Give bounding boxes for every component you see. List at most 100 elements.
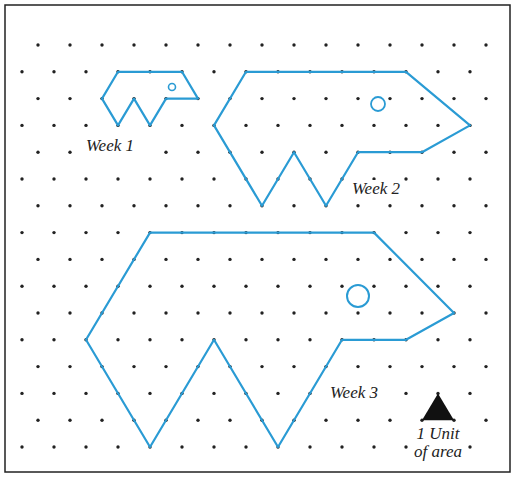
grid-dot bbox=[116, 445, 119, 448]
unit-label: 1 Unit of area bbox=[408, 424, 468, 462]
grid-dot bbox=[84, 177, 87, 180]
grid-dot bbox=[452, 258, 455, 261]
grid-dot bbox=[292, 258, 295, 261]
grid-dot bbox=[132, 204, 135, 207]
grid-dot bbox=[276, 338, 279, 341]
grid-dot bbox=[180, 285, 183, 288]
grid-dot bbox=[244, 285, 247, 288]
grid-dot bbox=[404, 285, 407, 288]
grid-dot bbox=[164, 258, 167, 261]
grid-dot bbox=[148, 285, 151, 288]
grid-dot bbox=[372, 285, 375, 288]
grid-dot bbox=[20, 124, 23, 127]
grid-dot bbox=[164, 204, 167, 207]
grid-dot bbox=[436, 177, 439, 180]
grid-dot bbox=[100, 258, 103, 261]
grid-dot bbox=[164, 151, 167, 154]
grid-dot bbox=[180, 445, 183, 448]
grid-dot bbox=[84, 392, 87, 395]
grid-dot bbox=[420, 43, 423, 46]
grid-dot bbox=[308, 124, 311, 127]
grid-dot bbox=[20, 445, 23, 448]
grid-dot bbox=[308, 338, 311, 341]
grid-dot bbox=[36, 97, 39, 100]
grid-dot bbox=[52, 124, 55, 127]
grid-dot bbox=[196, 419, 199, 422]
grid-dot bbox=[132, 43, 135, 46]
grid-dot bbox=[116, 338, 119, 341]
grid-dot bbox=[340, 285, 343, 288]
grid-dot bbox=[468, 231, 471, 234]
grid-dot bbox=[228, 204, 231, 207]
grid-dot bbox=[436, 338, 439, 341]
grid-dot bbox=[468, 338, 471, 341]
grid-dot bbox=[356, 419, 359, 422]
grid-dot bbox=[20, 231, 23, 234]
week-1-eye bbox=[169, 84, 176, 91]
grid-dot bbox=[420, 97, 423, 100]
unit-triangle bbox=[422, 393, 454, 420]
frame bbox=[5, 5, 510, 472]
grid-dot bbox=[356, 43, 359, 46]
grid-dot bbox=[388, 43, 391, 46]
grid-dot bbox=[420, 258, 423, 261]
grid-dot bbox=[84, 124, 87, 127]
grid-dot bbox=[292, 365, 295, 368]
grid-dot bbox=[228, 419, 231, 422]
grid-dot bbox=[388, 311, 391, 314]
grid-dot bbox=[228, 43, 231, 46]
grid-dot bbox=[116, 231, 119, 234]
grid-dot bbox=[484, 311, 487, 314]
grid-dot bbox=[260, 151, 263, 154]
grid-dot bbox=[324, 258, 327, 261]
grid-dot bbox=[388, 365, 391, 368]
grid-dot bbox=[292, 97, 295, 100]
grid-dot bbox=[180, 177, 183, 180]
grid-dot bbox=[260, 97, 263, 100]
week-3-eye bbox=[347, 285, 369, 307]
grid-dot bbox=[36, 43, 39, 46]
grid-dot bbox=[116, 177, 119, 180]
grid-dot bbox=[308, 445, 311, 448]
grid-dot bbox=[36, 204, 39, 207]
grid-dot bbox=[436, 285, 439, 288]
grid-dot bbox=[452, 365, 455, 368]
grid-dot bbox=[68, 97, 71, 100]
grid-dot bbox=[484, 258, 487, 261]
grid-dot bbox=[244, 124, 247, 127]
grid-dot bbox=[180, 124, 183, 127]
grid-dot bbox=[436, 70, 439, 73]
grid-dot bbox=[196, 151, 199, 154]
grid-dot bbox=[164, 365, 167, 368]
grid-dot bbox=[324, 151, 327, 154]
grid-dot bbox=[180, 338, 183, 341]
week-3-shape bbox=[86, 233, 454, 447]
grid-dot bbox=[68, 204, 71, 207]
grid-dot bbox=[260, 43, 263, 46]
grid-dot bbox=[436, 231, 439, 234]
grid-dot bbox=[324, 419, 327, 422]
grid-dot bbox=[356, 258, 359, 261]
grid-dot bbox=[20, 338, 23, 341]
grid-dot bbox=[356, 204, 359, 207]
grid-dot bbox=[196, 43, 199, 46]
grid-dot bbox=[36, 311, 39, 314]
grid-dot bbox=[308, 285, 311, 288]
grid-dot bbox=[356, 365, 359, 368]
grid-dot bbox=[68, 258, 71, 261]
grid-dot bbox=[292, 43, 295, 46]
grid-dot bbox=[292, 311, 295, 314]
grid-dot bbox=[68, 419, 71, 422]
grid-dot bbox=[388, 258, 391, 261]
grid-dot bbox=[68, 43, 71, 46]
grid-dot bbox=[228, 311, 231, 314]
grid-dot bbox=[68, 311, 71, 314]
grid-dot bbox=[276, 124, 279, 127]
grid-dot bbox=[212, 445, 215, 448]
grid-dot bbox=[100, 204, 103, 207]
grid-dot bbox=[420, 311, 423, 314]
grid-dot bbox=[164, 43, 167, 46]
grid-dot bbox=[148, 177, 151, 180]
grid-dot bbox=[52, 338, 55, 341]
